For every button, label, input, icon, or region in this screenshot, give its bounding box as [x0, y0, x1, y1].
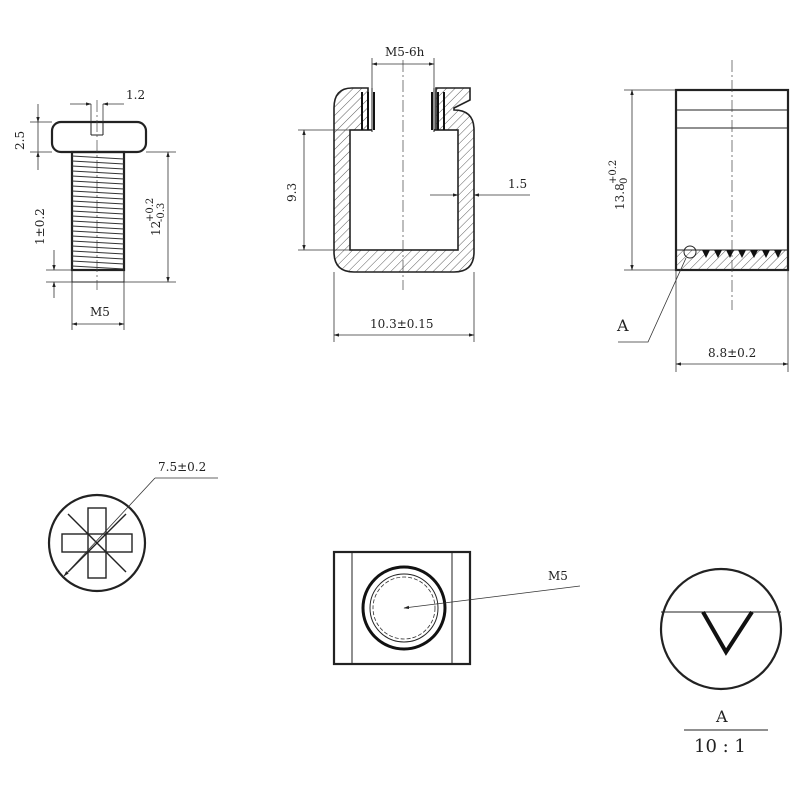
screw-thread [70, 150, 126, 283]
detail-label: A [715, 707, 728, 726]
section-wall-dim: 1.5 [508, 177, 527, 191]
screw-slot-dim: 1.2 [126, 88, 145, 102]
thread-line [71, 230, 125, 235]
screw-length-dim: 12 +0.2 -0.3 [145, 198, 167, 236]
screw-front-view: 1.2 2.5 1±0.2 12 +0.2 -0.3 M5 [13, 88, 176, 330]
thread-line [71, 180, 125, 185]
thread-line [71, 200, 125, 205]
thread-line [71, 255, 125, 260]
thread-line [71, 235, 125, 240]
thread-line [71, 185, 125, 190]
thread-line [71, 265, 125, 270]
thread-line [71, 160, 125, 165]
section-thread-dim: M5-6h [385, 45, 425, 59]
thread-line [71, 175, 125, 180]
svg-text:+0.2: +0.2 [145, 198, 156, 222]
thread-line [71, 190, 125, 195]
detail-a-callout: A [616, 316, 629, 335]
thread-line [71, 245, 125, 250]
serration-tooth [702, 250, 710, 258]
screw-head-outline [50, 120, 148, 154]
thread-line [71, 250, 125, 255]
top-view-thread-dim: M5 [548, 569, 568, 583]
section-inner-height-dim: 9.3 [285, 183, 299, 202]
detail-a-marker [683, 245, 697, 259]
serration-tooth [714, 250, 722, 258]
thread-line [71, 165, 125, 170]
serration-tooth [774, 250, 782, 258]
svg-text:13.8: 13.8 [613, 183, 627, 210]
serration-tooth [750, 250, 758, 258]
serration-tooth [738, 250, 746, 258]
screw-head-height-dim: 2.5 [13, 131, 27, 150]
svg-text:-0.3: -0.3 [156, 203, 167, 222]
detail-scale: 10 : 1 [694, 736, 746, 757]
screw-tip-dim: 1±0.2 [33, 208, 47, 245]
clamp-section-view: M5-6h 9.3 1.5 10.3±0.15 [285, 45, 530, 342]
side-height-dim: 13.8 +0.2 0 [608, 160, 630, 210]
clamp-top-view: M5 [332, 550, 581, 666]
thread-line [71, 225, 125, 230]
screw-head-diameter-dim: 7.5±0.2 [158, 460, 206, 474]
thread-line [71, 220, 125, 225]
svg-text:+0.2: +0.2 [608, 160, 619, 184]
thread-line [71, 215, 125, 220]
thread-line [71, 240, 125, 245]
section-width-dim: 10.3±0.15 [370, 317, 434, 331]
thread-line [71, 170, 125, 175]
thread-line [71, 155, 125, 160]
serration-tooth [762, 250, 770, 258]
thread-line [71, 210, 125, 215]
side-depth-dim: 8.8±0.2 [708, 346, 756, 360]
screw-thread-dim: M5 [90, 305, 110, 319]
clamp-side-view: 13.8 +0.2 0 8.8±0.2 A [608, 60, 790, 372]
thread-line [71, 195, 125, 200]
svg-text:12: 12 [149, 221, 163, 236]
thread-line [71, 260, 125, 265]
svg-text:0: 0 [619, 178, 630, 184]
screw-head-top-view: 7.5±0.2 [47, 460, 218, 593]
detail-a-view: A 10 : 1 [659, 567, 783, 757]
thread-line [71, 205, 125, 210]
